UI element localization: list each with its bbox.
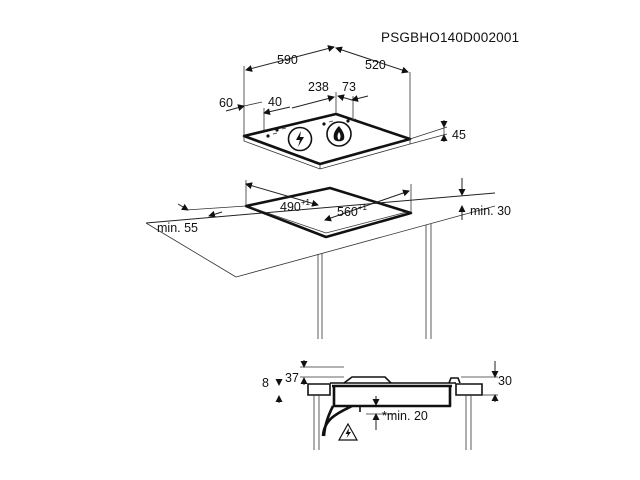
dim-control-inner: 40 <box>268 95 282 109</box>
dim-cutout-width: 560+1 <box>337 203 368 219</box>
product-code: PSGBHO140D002001 <box>381 30 519 45</box>
dim-cutout-depth: 490+1 <box>280 198 311 214</box>
dim-section-top-gap: 37 <box>285 371 299 385</box>
dim-burner-offset: 73 <box>342 80 356 94</box>
dim-min-back: min. 30 <box>470 204 511 218</box>
control-knobs <box>266 118 357 138</box>
dim-hob-height: 45 <box>452 128 466 142</box>
lightning-bolt-icon <box>296 131 304 147</box>
flame-icon <box>333 126 345 142</box>
countertop-cutout: 490+1 560+1 min. 55 min. 30 <box>145 178 511 339</box>
dim-section-right-height: 30 <box>498 374 512 388</box>
burner-left <box>287 126 313 152</box>
dim-hob-depth: 520 <box>365 58 386 72</box>
dim-section-left-height: 8 <box>262 376 269 390</box>
dim-hob-width: 590 <box>277 53 298 67</box>
electric-warning-icon <box>337 422 359 441</box>
dim-min-front: min. 55 <box>157 221 198 235</box>
dim-burner-spacing: 238 <box>308 80 329 94</box>
dim-control-left: 60 <box>219 96 233 110</box>
section-view: 37 8 30 *min. 20 <box>262 360 512 450</box>
hob-perspective: 590 520 238 73 40 60 45 <box>219 45 466 170</box>
dim-section-min-clearance: *min. 20 <box>382 409 428 423</box>
burner-right <box>326 121 352 147</box>
